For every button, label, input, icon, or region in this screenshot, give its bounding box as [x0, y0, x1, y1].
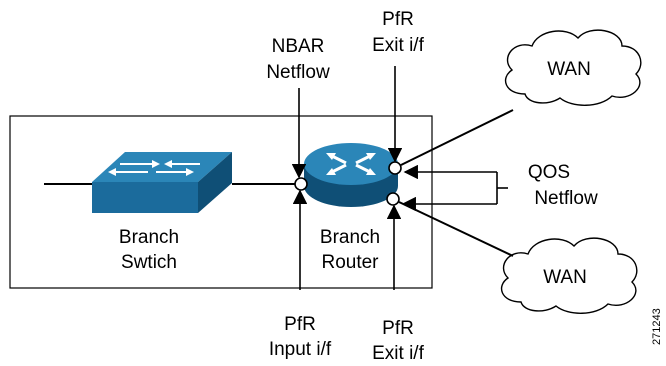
qos-label: QOS: [528, 162, 570, 183]
pfr-exit-bottom-sublabel: Exit i/f: [372, 343, 424, 364]
wan-bottom-label: WAN: [543, 267, 587, 288]
router-label: Branch: [320, 227, 380, 248]
qos-netflow-label: Netflow: [534, 188, 598, 209]
qos-bracket: [401, 164, 508, 212]
figure-id-label: 271243: [651, 308, 663, 345]
wan-link-top: [400, 109, 514, 166]
router-exit-interface-bottom: [386, 192, 400, 206]
switch-label: Branch: [119, 227, 179, 248]
pfr-exit-top-label: PfR: [382, 9, 414, 30]
pfr-exit-bottom-label: PfR: [382, 318, 414, 339]
wan-cloud-bottom: [500, 237, 638, 314]
router-sublabel: Router: [321, 252, 379, 273]
router-exit-interface-top: [388, 161, 402, 175]
pfr-input-label: PfR: [284, 314, 316, 335]
wan-top-label: WAN: [547, 59, 591, 80]
nbar-label: NBAR: [272, 36, 325, 57]
router-input-interface: [294, 177, 308, 191]
branch-router-icon: [304, 143, 398, 207]
branch-switch-icon: [92, 152, 232, 213]
wan-link-bottom: [398, 201, 514, 257]
netflow-label: Netflow: [266, 62, 330, 83]
branch-site-box: [9, 115, 433, 289]
switch-sublabel: Swtich: [121, 252, 177, 273]
pfr-exit-top-sublabel: Exit i/f: [372, 35, 424, 56]
wan-cloud-top: [504, 29, 642, 106]
pfr-input-sublabel: Input i/f: [269, 339, 332, 360]
